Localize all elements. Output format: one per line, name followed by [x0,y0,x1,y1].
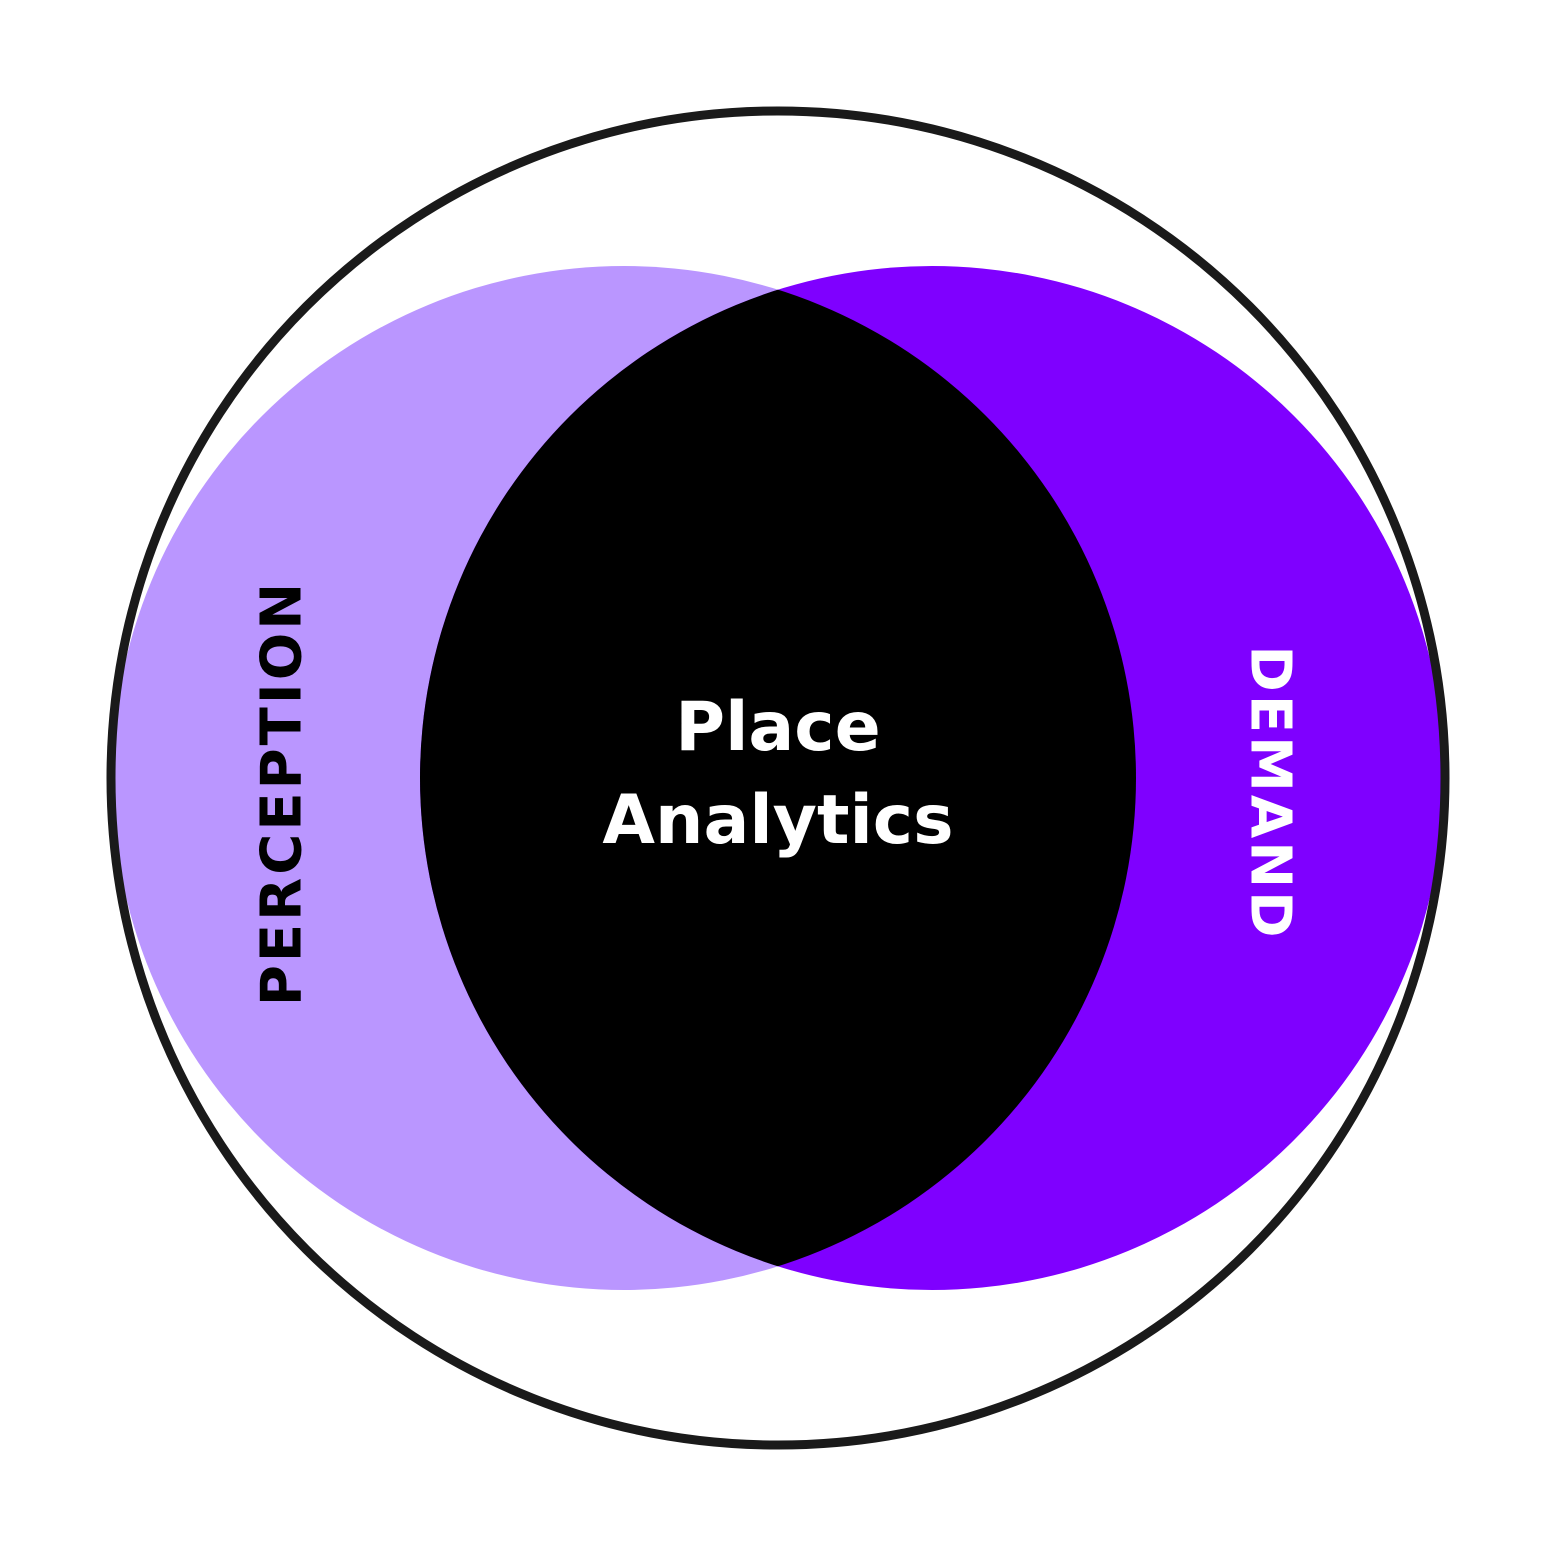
perception-label: PERCEPTION [250,580,315,1006]
intersection-title-line2: Analytics [602,781,953,860]
demand-label: DEMAND [1238,645,1303,940]
outer-ring [106,106,1450,1450]
intersection-region [420,266,1136,1290]
intersection-title-line1: Place [675,688,880,767]
